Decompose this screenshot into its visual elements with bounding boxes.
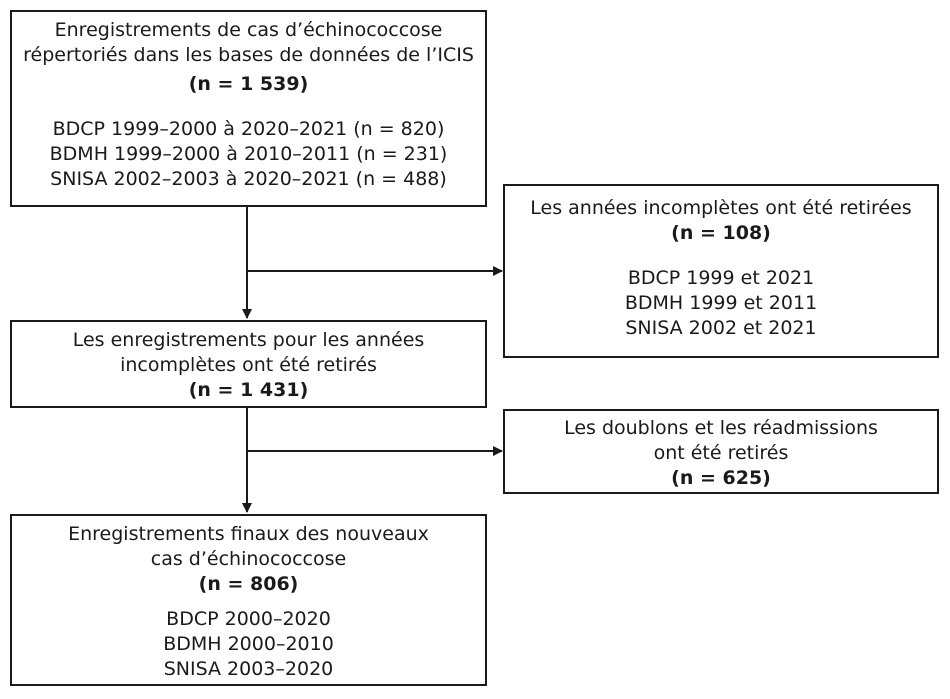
box-after-incomplete-years: Les enregistrements pour les années inco… (10, 320, 487, 408)
initial-title-line-1: Enregistrements de cas d’échinococcose (54, 19, 443, 41)
initial-title-line-2: répertoriés dans les bases de données de… (23, 44, 474, 66)
excluded-years-count: (n = 108) (671, 222, 771, 244)
initial-count: (n = 1 539) (188, 73, 309, 95)
after-years-count: (n = 1 431) (188, 379, 309, 401)
excluded-years-detail-snisa: SNISA 2002 et 2021 (625, 317, 817, 339)
initial-detail-snisa: SNISA 2002–2003 à 2020–2021 (n = 488) (50, 168, 447, 190)
box-final-records: Enregistrements finaux des nouveaux cas … (10, 514, 487, 686)
final-detail-bdcp: BDCP 2000–2020 (166, 608, 331, 630)
excluded-duplicates-title-line-2: ont été retirés (653, 442, 789, 464)
excluded-duplicates-count: (n = 625) (671, 467, 771, 489)
excluded-duplicates-title-line-1: Les doublons et les réadmissions (564, 417, 878, 439)
box-excluded-duplicates: Les doublons et les réadmissions ont été… (503, 409, 939, 494)
initial-detail-bdmh: BDMH 1999–2000 à 2010–2011 (n = 231) (49, 143, 448, 165)
after-years-title-line-1: Les enregistrements pour les années (72, 329, 425, 351)
after-years-title-line-2: incomplètes ont été retirés (120, 354, 377, 376)
excluded-years-title: Les années incomplètes ont été retirées (530, 197, 912, 219)
final-title-line-2: cas d’échinococcose (150, 548, 347, 570)
excluded-years-detail-bdcp: BDCP 1999 et 2021 (627, 267, 815, 289)
excluded-years-detail-bdmh: BDMH 1999 et 2011 (624, 292, 818, 314)
initial-detail-bdcp: BDCP 1999–2000 à 2020–2021 (n = 820) (52, 118, 445, 140)
final-count: (n = 806) (198, 573, 299, 595)
final-title-line-1: Enregistrements finaux des nouveaux (68, 523, 429, 545)
final-detail-bdmh: BDMH 2000–2010 (163, 633, 334, 655)
box-initial-records: Enregistrements de cas d’échinococcose r… (10, 10, 487, 207)
box-excluded-years: Les années incomplètes ont été retirées … (503, 184, 939, 358)
final-detail-snisa: SNISA 2003–2020 (163, 658, 334, 680)
